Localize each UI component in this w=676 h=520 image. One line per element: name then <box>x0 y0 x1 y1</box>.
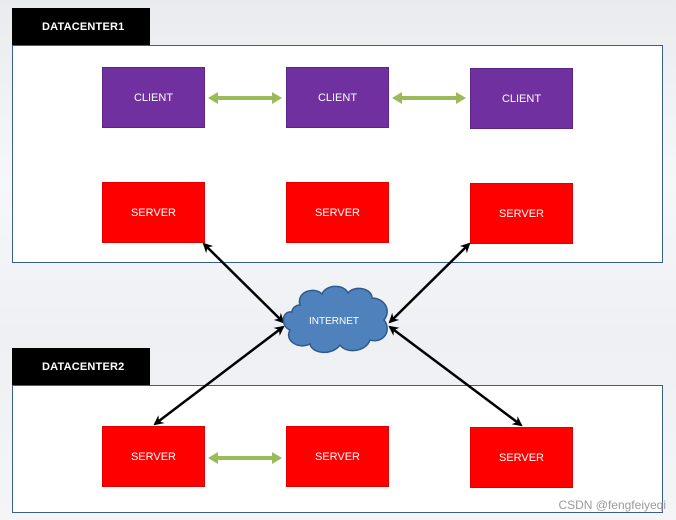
dc1-server-3: SERVER <box>470 183 573 244</box>
dc1-server-2: SERVER <box>286 182 389 243</box>
dc2-server-1: SERVER <box>102 426 205 487</box>
datacenter2-label: DATACENTER2 <box>12 348 150 385</box>
sync-arrow-client-2-3 <box>392 92 466 104</box>
dc1-client-3: CLIENT <box>470 68 573 129</box>
dc1-server-1: SERVER <box>102 182 205 243</box>
dc2-server-2: SERVER <box>286 426 389 487</box>
sync-arrow-dc2-server-1-2 <box>208 452 282 464</box>
link-dc1-server-3-internet <box>388 242 471 324</box>
dc1-client-2: CLIENT <box>286 67 389 128</box>
datacenter1-label: DATACENTER1 <box>12 8 150 45</box>
internet-label: INTERNET <box>309 316 359 327</box>
sync-arrow-client-1-2 <box>208 92 282 104</box>
link-dc1-server-1-internet <box>202 242 285 324</box>
link-dc2-server-3-internet <box>388 325 523 427</box>
link-dc2-server-1-internet <box>153 325 285 426</box>
dc1-client-1: CLIENT <box>102 67 205 128</box>
watermark: CSDN @fengfeiyeqi <box>558 498 666 512</box>
dc2-server-3: SERVER <box>470 427 573 488</box>
internet-cloud-icon <box>282 285 388 354</box>
